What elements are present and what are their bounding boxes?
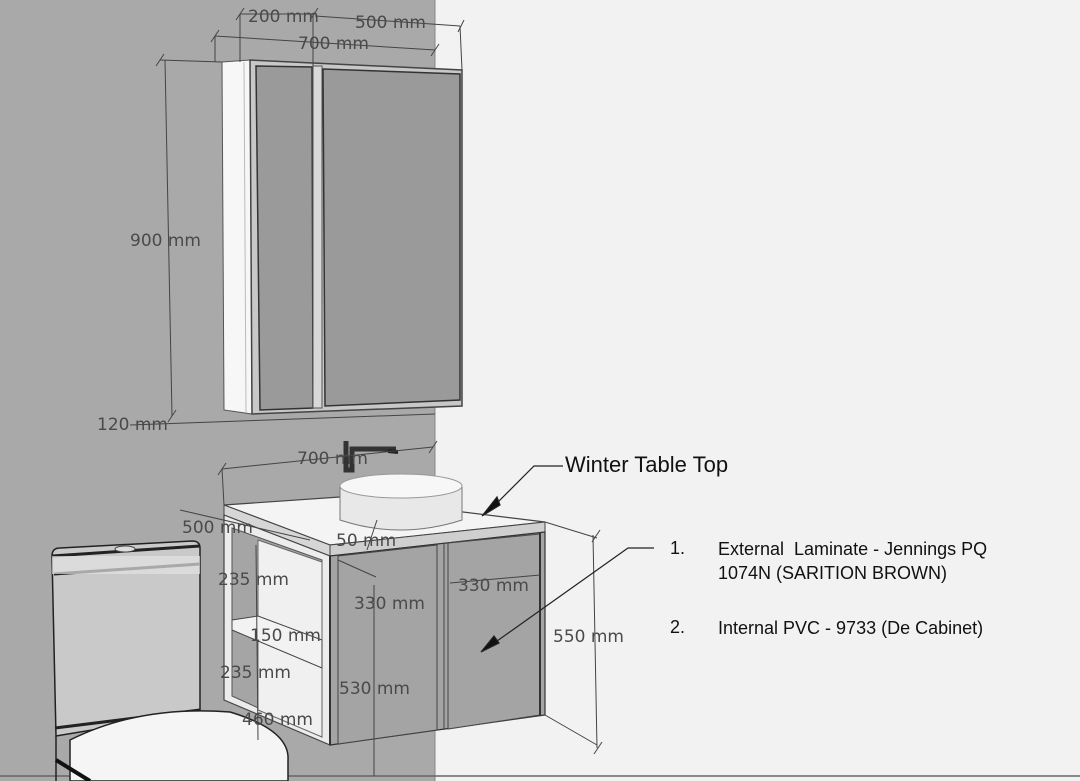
spec-1-line1: External Laminate - Jennings PQ (718, 539, 988, 559)
dim-700-top: 700 mm (298, 34, 369, 54)
dim-330-right: 330 mm (458, 576, 529, 596)
dim-500-vanity: 500 mm (182, 518, 253, 538)
mirror-door-right (322, 68, 461, 407)
dim-460: 460 mm (242, 710, 313, 730)
spec-1-number: 1. (670, 538, 686, 558)
door-right (447, 533, 541, 730)
dim-150: 150 mm (250, 626, 321, 646)
spec-1-text: External Laminate - Jennings PQ 1074N (S… (718, 537, 987, 585)
toilet (51, 540, 289, 781)
dim-330-left: 330 mm (354, 594, 425, 614)
dim-120: 120 mm (97, 415, 168, 435)
basin (339, 441, 463, 531)
vanity-dimensions (179, 440, 603, 776)
dim-550: 550 mm (553, 627, 624, 647)
spec-1-line2: 1074N (SARITION BROWN) (718, 563, 948, 583)
dim-700-vanity: 700 mm (297, 449, 368, 469)
callout-winter-table-top: Winter Table Top (565, 452, 729, 477)
mirror-cabinet (221, 59, 463, 415)
dim-200: 200 mm (248, 7, 319, 27)
dim-530: 530 mm (339, 679, 410, 699)
dim-900: 900 mm (130, 231, 201, 251)
spec-2-text: Internal PVC - 9733 (De Cabinet) (718, 616, 983, 640)
dim-50: 50 mm (336, 531, 396, 551)
spec-2-line1: Internal PVC - 9733 (De Cabinet) (718, 618, 984, 638)
dim-235-upper: 235 mm (218, 570, 289, 590)
dim-235-lower: 235 mm (220, 663, 291, 683)
mirror-dimensions (129, 7, 465, 426)
dim-500-top: 500 mm (355, 13, 426, 33)
callout-leaders (480, 465, 654, 653)
door-left (337, 544, 438, 745)
mirror-door-left (255, 65, 314, 411)
shelf (231, 615, 323, 669)
spec-2-number: 2. (670, 617, 686, 637)
